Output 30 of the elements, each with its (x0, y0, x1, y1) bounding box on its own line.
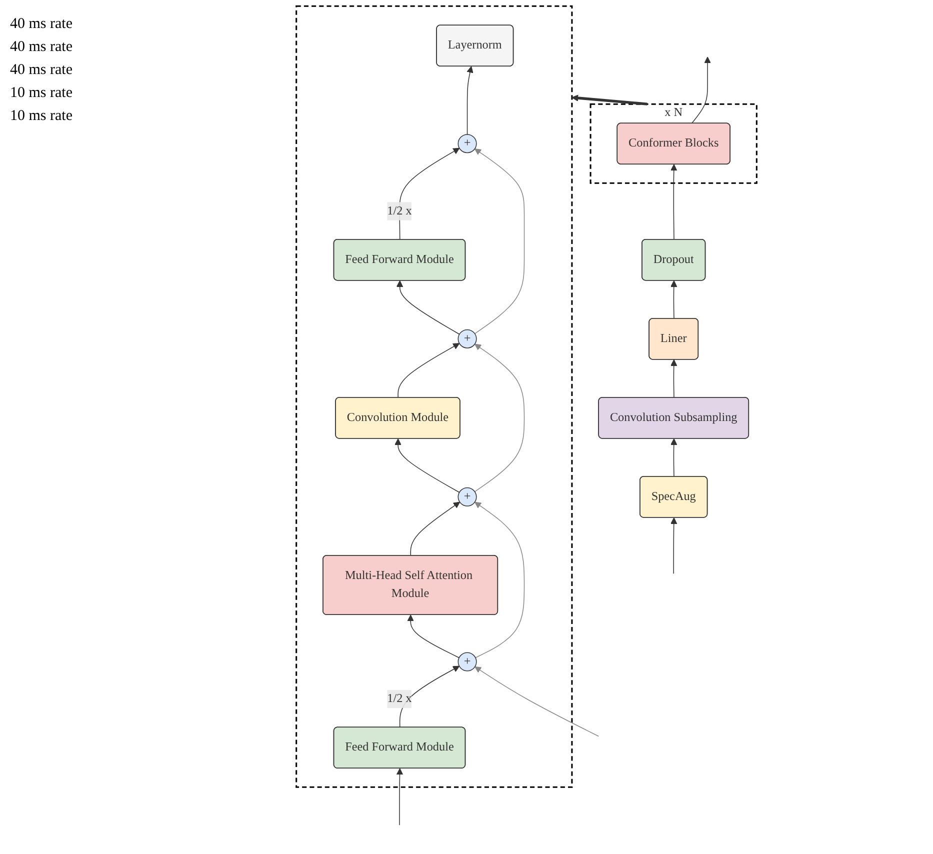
rate-label: 10 ms rate (10, 85, 74, 102)
rate-label: 40 ms rate (10, 16, 74, 33)
arrow (394, 438, 460, 493)
arrow (572, 94, 648, 106)
arrow (396, 768, 404, 826)
cluster (296, 5, 573, 788)
arrow (410, 502, 460, 556)
arrow (474, 344, 525, 492)
arrow (474, 502, 525, 658)
arrow (474, 148, 525, 334)
rate-label: 40 ms rate (10, 39, 74, 56)
arrow (407, 614, 460, 658)
edge-label: 1/2 x (387, 204, 412, 218)
arrow (466, 66, 474, 135)
edge-label: 1/2 x (387, 692, 412, 706)
arrow (398, 343, 460, 398)
node-circle: + (458, 329, 477, 348)
arrow (396, 280, 460, 335)
arrow (474, 666, 599, 737)
node-circle: + (458, 134, 477, 154)
rate-label: 40 ms rate (10, 62, 74, 79)
arrow (670, 517, 678, 574)
arrow (670, 164, 678, 240)
rate-label: 10 ms rate (10, 108, 74, 125)
node-circle: + (458, 652, 477, 672)
node-circle: + (458, 487, 477, 506)
arrow (670, 438, 678, 478)
arrow (670, 359, 678, 398)
arrow (670, 280, 678, 320)
arrow (691, 56, 711, 124)
